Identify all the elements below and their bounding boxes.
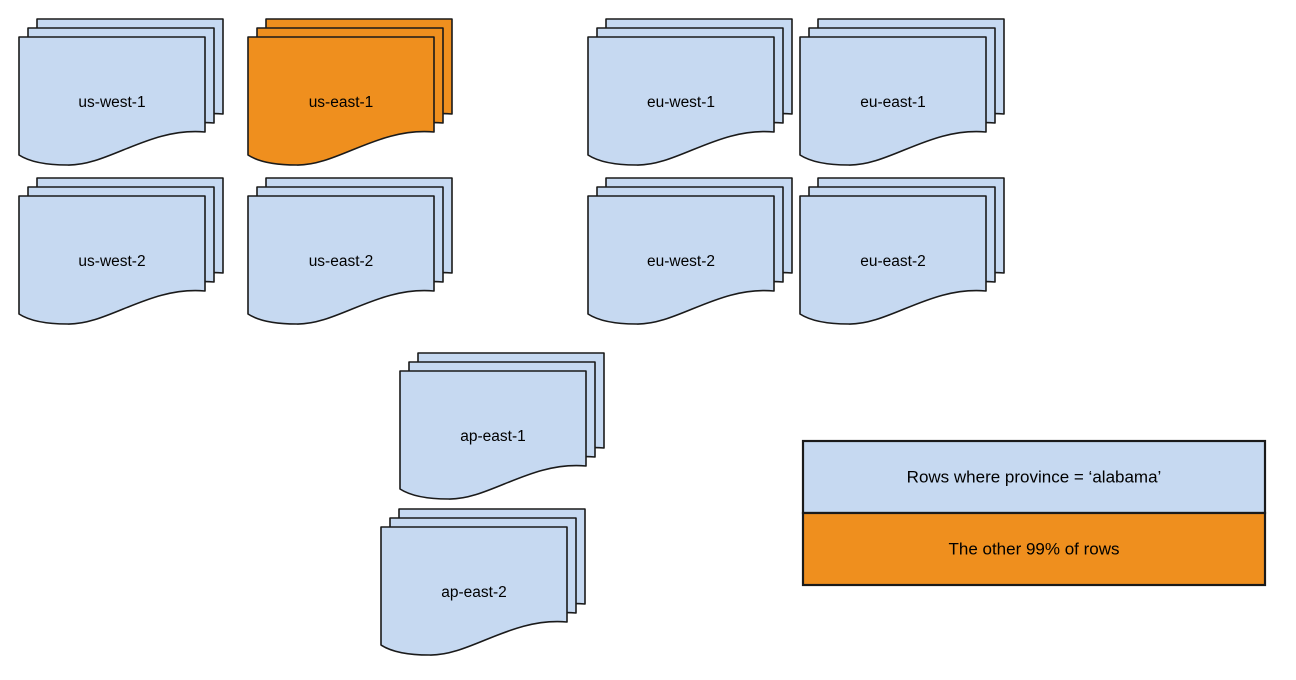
document-sheet-front <box>247 36 435 166</box>
document-stack-label: ap-east-2 <box>441 584 506 601</box>
document-stack-label: us-east-1 <box>309 94 374 111</box>
document-stack-label: eu-east-1 <box>860 94 925 111</box>
document-stack-label: ap-east-1 <box>460 428 525 445</box>
document-stack-us-east-2[interactable]: us-east-2 <box>247 177 453 325</box>
document-stack-eu-east-2[interactable]: eu-east-2 <box>799 177 1005 325</box>
document-stack-label: eu-west-1 <box>647 94 715 111</box>
document-stack-us-west-1[interactable]: us-west-1 <box>18 18 224 166</box>
legend-label: The other 99% of rows <box>948 539 1119 558</box>
legend-row-legend-rows-other: The other 99% of rows <box>801 511 1267 587</box>
document-stack-label: eu-east-2 <box>860 253 925 270</box>
document-sheet-front <box>587 36 775 166</box>
legend-row-legend-rows-subset: Rows where province = ‘alabama’ <box>801 439 1267 515</box>
document-stack-label: us-east-2 <box>309 253 374 270</box>
document-stack-label: us-west-1 <box>78 94 145 111</box>
document-sheet-front <box>799 36 987 166</box>
document-stack-eu-west-1[interactable]: eu-west-1 <box>587 18 793 166</box>
document-stack-label: us-west-2 <box>78 253 145 270</box>
document-sheet-front <box>799 195 987 325</box>
document-stack-label: eu-west-2 <box>647 253 715 270</box>
legend-label: Rows where province = ‘alabama’ <box>907 467 1162 486</box>
legend-swatch-rows-subset <box>801 439 1267 515</box>
legend-swatch-rows-other <box>801 511 1267 587</box>
document-sheet-front <box>399 370 587 500</box>
document-sheet-front <box>18 36 206 166</box>
document-stack-us-west-2[interactable]: us-west-2 <box>18 177 224 325</box>
document-stack-eu-west-2[interactable]: eu-west-2 <box>587 177 793 325</box>
document-sheet-front <box>247 195 435 325</box>
legend: Rows where province = ‘alabama’ The other… <box>801 439 1267 587</box>
document-stack-ap-east-2[interactable]: ap-east-2 <box>380 508 586 656</box>
document-stack-us-east-1[interactable]: us-east-1 <box>247 18 453 166</box>
document-stacks-layer: us-west-1 us-east-1 eu-west-1 eu-east-1 us-w… <box>18 18 1005 656</box>
document-sheet-front <box>380 526 568 656</box>
document-sheet-front <box>18 195 206 325</box>
document-stack-eu-east-1[interactable]: eu-east-1 <box>799 18 1005 166</box>
document-sheet-front <box>587 195 775 325</box>
document-stack-ap-east-1[interactable]: ap-east-1 <box>399 352 605 500</box>
